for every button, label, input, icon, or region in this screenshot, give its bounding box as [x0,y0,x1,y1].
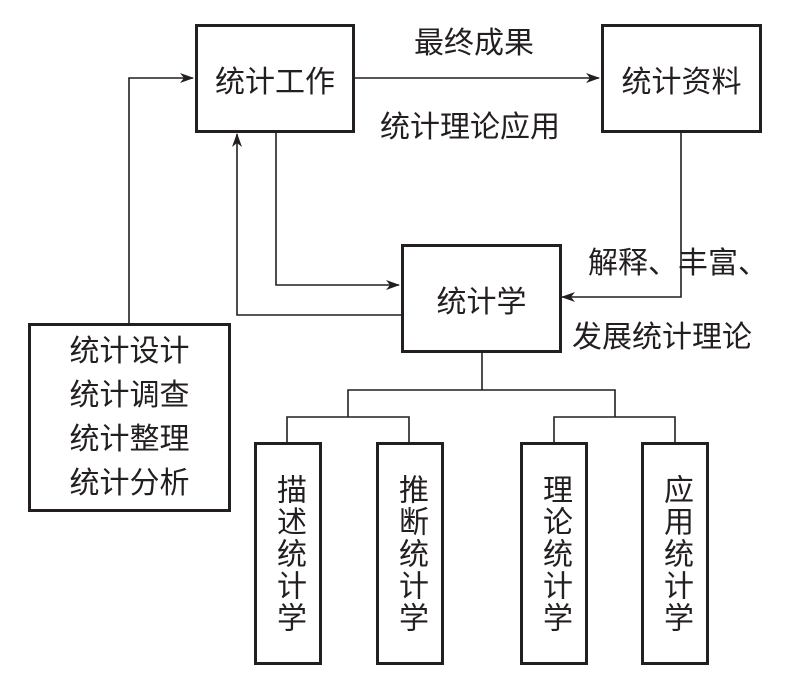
edge-label-theory-application: 统计理论应用 [380,110,560,145]
arrow-data-to-science [561,132,682,302]
node-inferential-statistics: 推断统计学 [376,442,444,665]
node-label: 统计工作 [215,64,335,100]
node-label: 统计资料 [621,64,742,100]
node-statistical-work: 统计工作 [195,24,355,133]
node-applied-statistics: 应用统计学 [641,442,709,665]
node-label: 统计学 [436,284,527,320]
tree-top-bar [347,389,616,417]
edge-label-explain-enrich: 解释、丰富、 [588,246,768,281]
node-theoretical-statistics: 理论统计学 [520,442,588,665]
arrow-process-to-work [128,73,194,323]
node-label: 理论统计学 [537,473,572,634]
edge-label-final-result: 最终成果 [414,26,534,61]
arrow-science-to-work [232,133,401,316]
node-label: 推断统计学 [393,473,428,634]
node-statistics: 统计学 [401,244,562,353]
process-step: 统计分析 [69,465,190,501]
process-step: 统计调查 [69,377,190,413]
arrow-work-to-science [275,132,400,290]
process-step: 统计设计 [69,333,190,369]
process-step: 统计整理 [69,421,190,457]
edge-label-develop-theory: 发展统计理论 [572,320,752,355]
node-process: 统计设计 统计调查 统计整理 统计分析 [28,323,231,512]
node-statistical-data: 统计资料 [601,24,762,133]
node-descriptive-statistics: 描述统计学 [254,442,322,665]
tree-left-bar [286,416,410,443]
tree-right-bar [553,416,676,443]
node-label: 应用统计学 [658,473,693,634]
node-label: 描述统计学 [271,473,306,634]
